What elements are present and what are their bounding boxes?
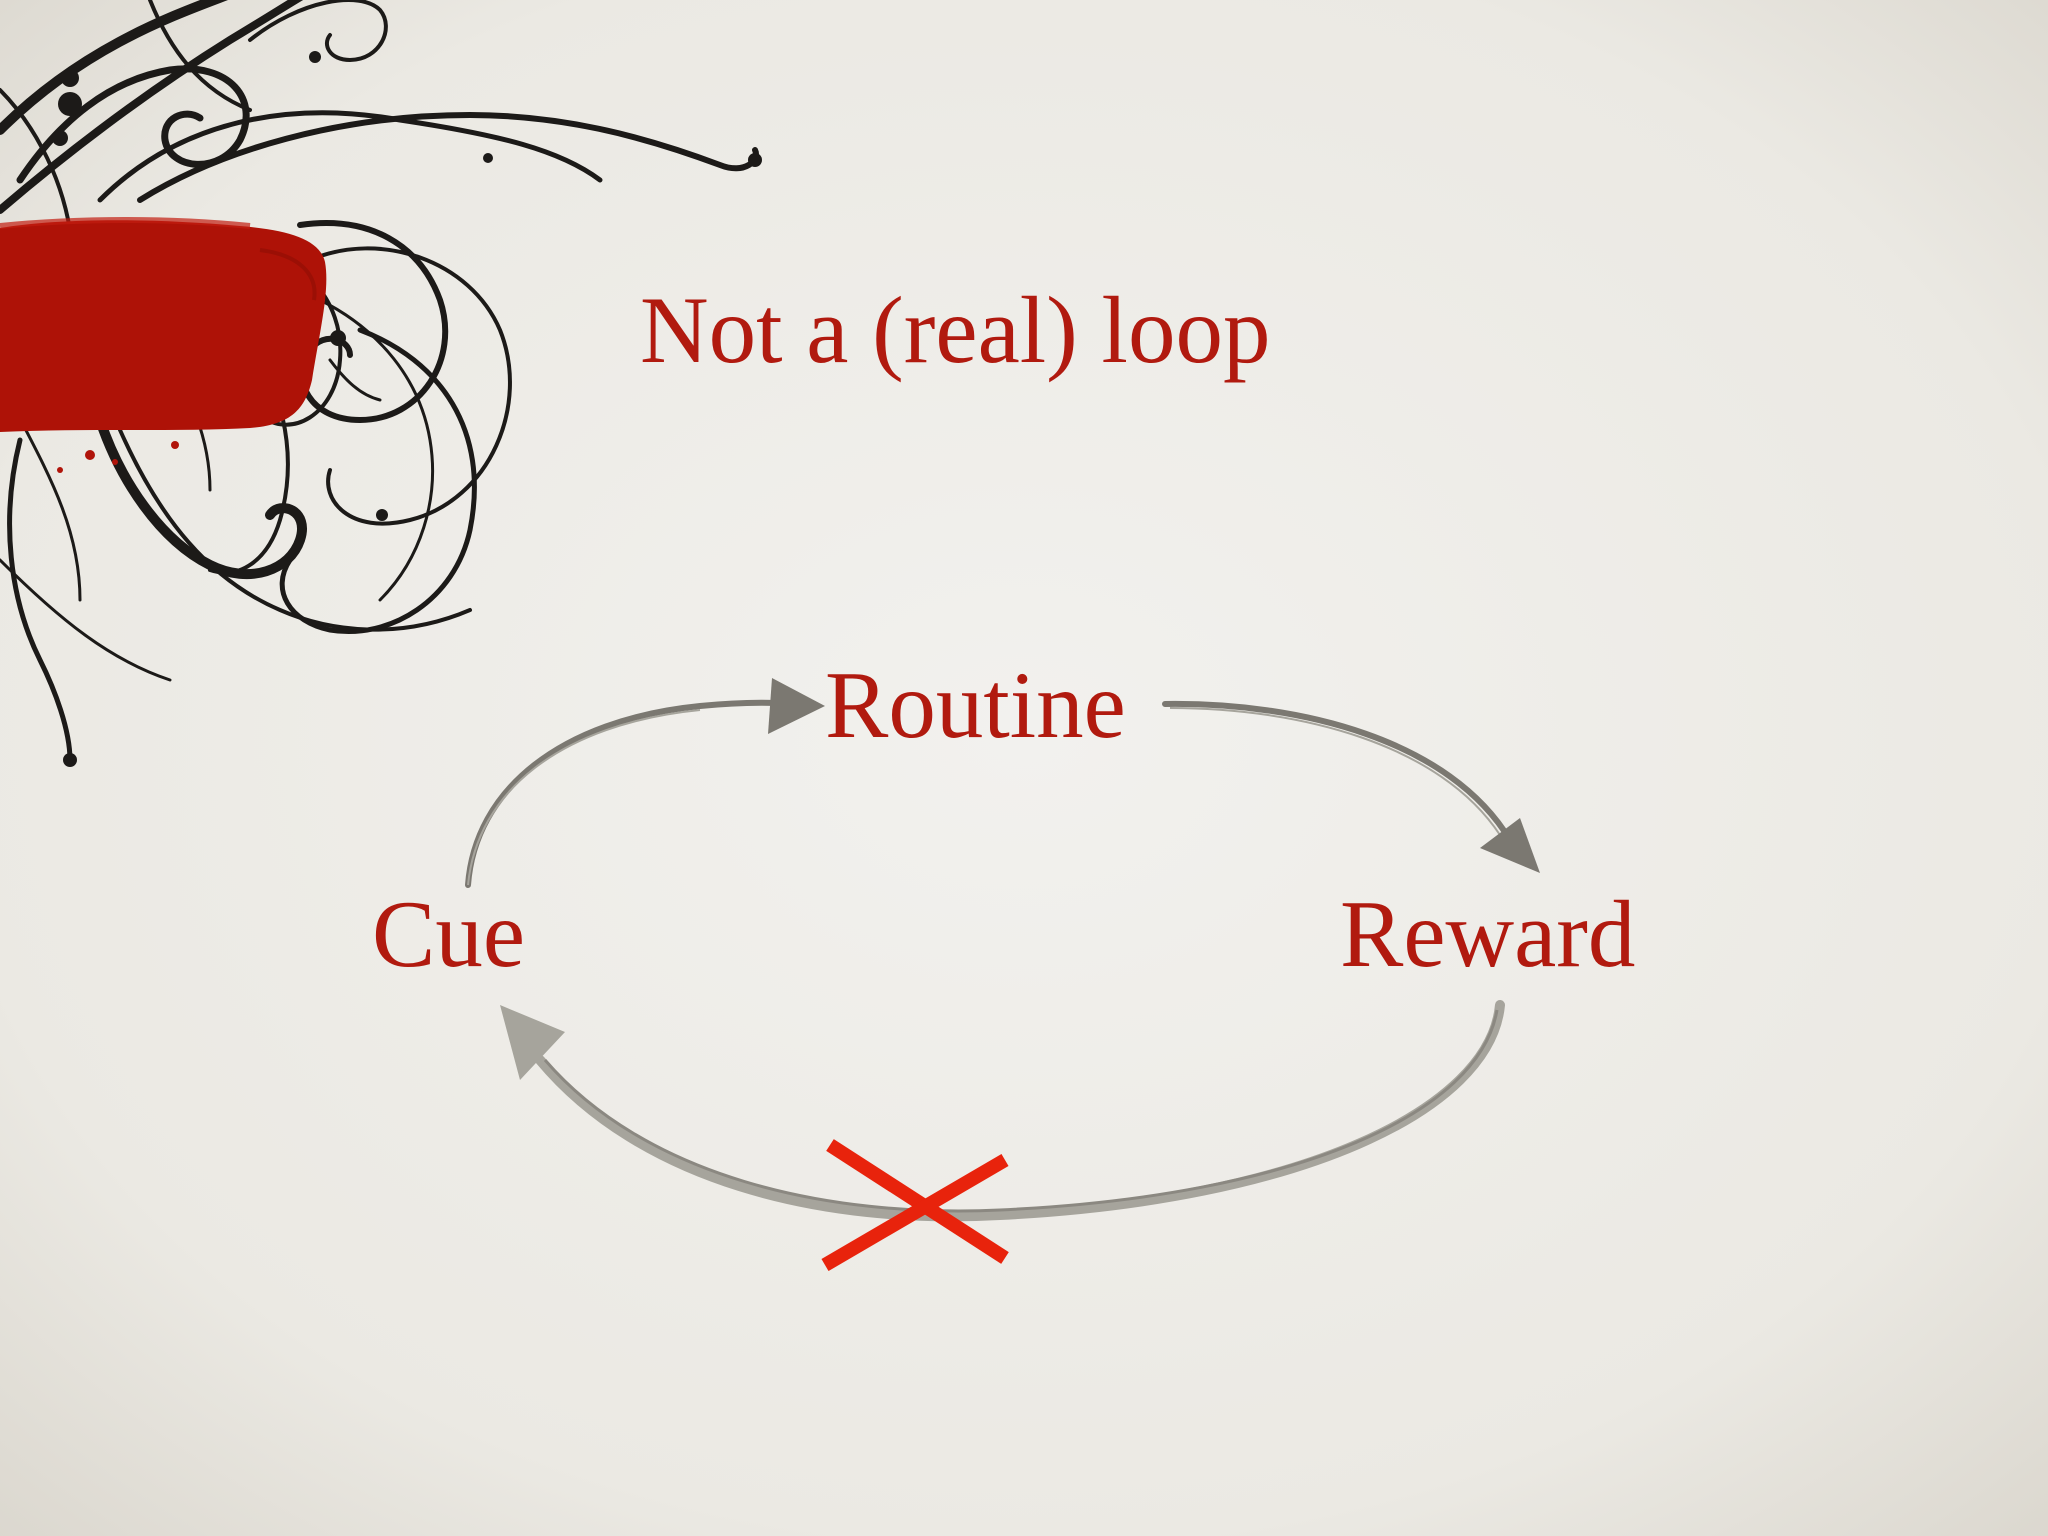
node-routine: Routine: [825, 652, 1126, 758]
arrow-reward-to-cue: [500, 1000, 1505, 1222]
slide-title: Not a (real) loop: [640, 277, 1271, 383]
arrow-routine-to-reward: [1162, 700, 1540, 873]
red-paint-stroke: [0, 217, 327, 473]
arrow-cue-to-routine: [465, 678, 825, 888]
node-reward: Reward: [1340, 881, 1636, 987]
red-x-mark: [821, 1139, 1009, 1272]
node-cue: Cue: [372, 881, 526, 987]
swirl-dots: [52, 51, 762, 767]
